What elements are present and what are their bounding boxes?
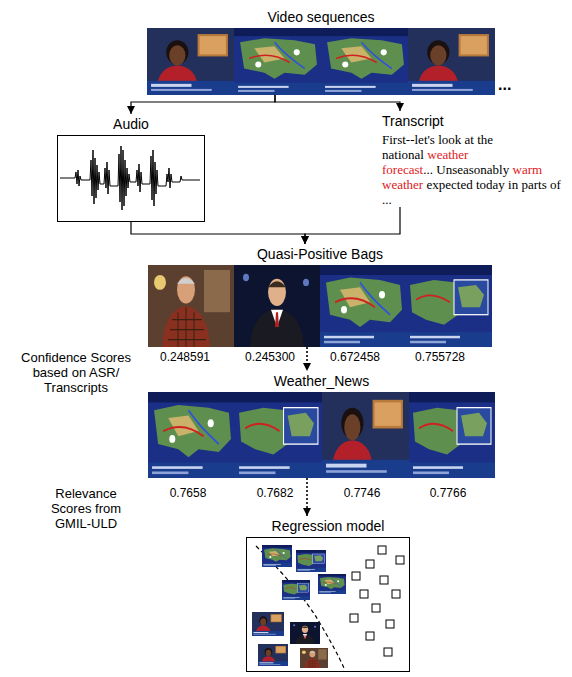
audio-waveform bbox=[60, 146, 200, 210]
audio-box: Audio bbox=[57, 114, 205, 222]
node-heading: Quasi-Positive Bags bbox=[148, 246, 492, 262]
score-caption: Confidence Scores based on ASR/ Transcri… bbox=[18, 350, 134, 395]
transcript-text: ... bbox=[423, 162, 433, 177]
transcript-body: First--let's look at the nationalweather… bbox=[382, 132, 564, 207]
flow-arrow bbox=[131, 95, 275, 114]
node-heading: Transcript bbox=[382, 113, 564, 129]
image-area bbox=[148, 392, 495, 478]
node-heading: Audio bbox=[57, 116, 205, 132]
plot-thumb bbox=[258, 644, 288, 666]
plot-thumb bbox=[300, 648, 328, 668]
flow-arrow bbox=[131, 222, 305, 244]
plot-thumb bbox=[296, 550, 326, 572]
flow-arrow bbox=[305, 207, 400, 244]
bag-frame bbox=[320, 265, 406, 347]
weather-news-strip: Weather_News bbox=[148, 371, 495, 478]
confidence-score: 0.755728 bbox=[400, 350, 480, 364]
plot-thumb bbox=[252, 612, 284, 636]
bag-frame bbox=[234, 265, 320, 347]
image-area bbox=[148, 265, 492, 347]
flow-arrow bbox=[275, 95, 400, 111]
transcript-block: TranscriptFirst--let's look at the natio… bbox=[382, 111, 564, 207]
regression-box: Regression model bbox=[246, 516, 410, 672]
flow-arrow bbox=[306, 347, 308, 371]
relevance-score: 0.7682 bbox=[235, 486, 315, 500]
relevance-score: 0.7766 bbox=[408, 486, 488, 500]
bag-frames bbox=[148, 265, 492, 347]
decision-curve bbox=[256, 546, 344, 668]
video-frame bbox=[321, 28, 408, 95]
regression-plot bbox=[252, 545, 404, 668]
node-heading: Video sequences bbox=[147, 9, 495, 25]
image-area bbox=[147, 28, 495, 95]
score-caption: Relevance Scores from GMIL-ULD bbox=[36, 486, 136, 531]
plot-thumb bbox=[262, 545, 292, 567]
confidence-score: 0.672458 bbox=[315, 350, 395, 364]
confidence-score: 0.245300 bbox=[230, 350, 310, 364]
weather-frames bbox=[148, 392, 495, 478]
plot-thumb bbox=[290, 622, 320, 644]
relevance-score: 0.7658 bbox=[148, 486, 228, 500]
frame-border bbox=[57, 135, 205, 222]
video-strip: Video sequences bbox=[147, 7, 495, 95]
weather-frame bbox=[409, 392, 495, 478]
image-bag-strip: Quasi-Positive Bags bbox=[148, 244, 492, 347]
video-frame bbox=[234, 28, 321, 95]
node-heading: Weather_News bbox=[148, 373, 495, 389]
weather-frame bbox=[148, 392, 235, 478]
video-frame bbox=[147, 28, 234, 95]
ellipsis-mark: ... bbox=[498, 76, 528, 94]
video-frame bbox=[408, 28, 495, 95]
weather-frame bbox=[322, 392, 409, 478]
node-heading: Regression model bbox=[246, 518, 410, 534]
plot-thumb bbox=[282, 580, 310, 600]
frame-border bbox=[246, 537, 410, 672]
plot-squares bbox=[350, 546, 404, 656]
flow-arrow bbox=[306, 478, 308, 516]
weather-frame bbox=[235, 392, 322, 478]
video-frames bbox=[147, 28, 495, 95]
relevance-score: 0.7746 bbox=[322, 486, 402, 500]
bag-frame bbox=[148, 265, 234, 347]
confidence-score: 0.248591 bbox=[145, 350, 225, 364]
bag-frame bbox=[406, 265, 492, 347]
plot-thumb bbox=[318, 574, 346, 594]
transcript-text: Unseasonably bbox=[436, 162, 509, 177]
